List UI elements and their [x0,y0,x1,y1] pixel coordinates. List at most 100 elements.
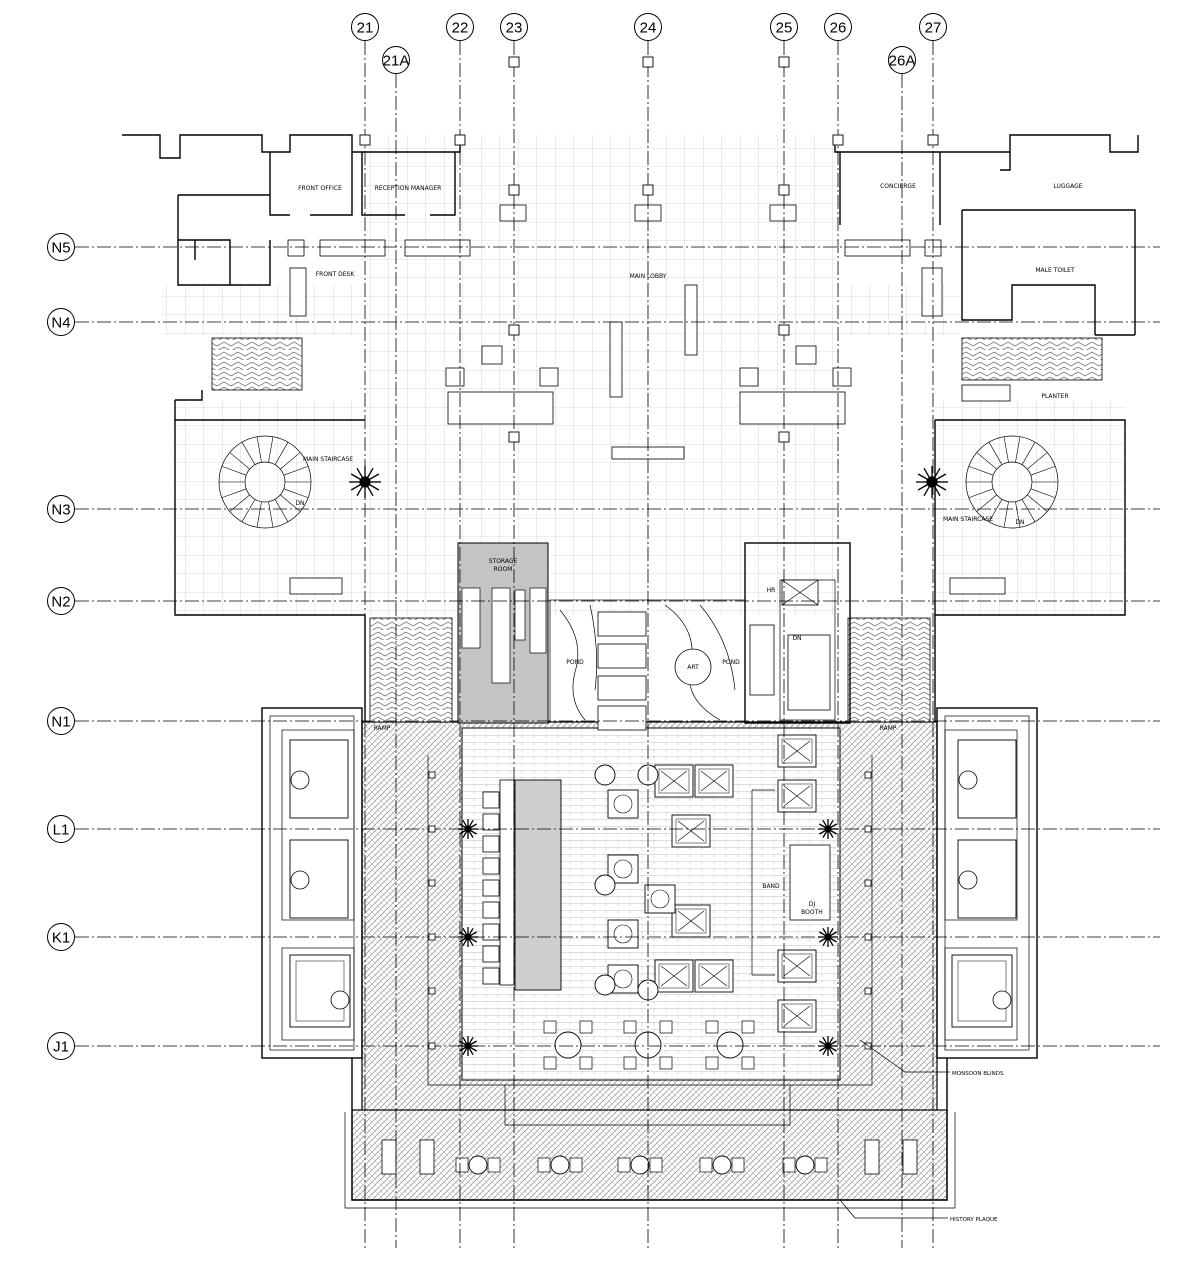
column-marker [927,134,939,146]
grid-bubble-22: 22 [446,13,474,41]
deck-post [864,825,872,833]
lounge-sofa [694,959,734,993]
plant-icon [349,466,381,498]
deck-post [428,825,436,833]
lounge-sofa [671,814,711,848]
concierge-walls [839,152,1011,225]
column-marker [508,184,520,196]
label-dn-right: DN [1015,519,1024,526]
front-desk-tile-floor [162,285,362,335]
bar-stool [482,945,500,963]
grid-bubble-label: 26 [830,20,847,37]
terrace-table-set [617,1155,663,1175]
column-marker [454,134,466,146]
round-tables [543,764,755,1070]
west-lounge-room-2 [281,947,355,1041]
band-partition [751,789,775,976]
round-table [594,974,616,996]
column-marker [359,134,371,146]
grid-bubble-21: 21 [351,13,379,41]
deck-post [428,987,436,995]
plant-icon [916,466,948,498]
sun-lounger [864,1139,880,1175]
bar-stool [482,879,500,897]
grid-bubble-23: 23 [500,13,528,41]
bar-stool [482,857,500,875]
terrace-seating [381,1139,918,1175]
grid-bubble-label: 26A [889,53,916,70]
label-male-toilet: MALE TOILET [1035,267,1075,274]
column-marker [778,324,790,336]
bar-stool [482,967,500,985]
column-marker [508,56,520,68]
east-wing-walls [934,419,1126,616]
column-marker [508,431,520,443]
label-concierge: CONCIERGE [880,183,916,190]
lounge-chair-set [951,954,1013,1028]
left-service-walls [177,194,271,286]
grid-bubble-n5: N5 [47,233,75,261]
left-stair-chevrons [211,337,303,391]
lounge-pod [607,789,639,819]
bar-stool [482,813,500,831]
lobby-bench-1 [684,284,698,356]
lobby-display-3 [769,204,797,222]
right-service-walls [961,209,1136,336]
bar-stool [482,835,500,853]
pond-area [549,599,746,723]
grid-bubble-26a: 26A [888,46,916,74]
art-sculpture [674,648,712,686]
lobby-column-left-desk [287,239,305,257]
label-pond-right: POND [722,659,740,666]
front-desk-counter-3 [289,267,307,317]
column-marker [832,134,844,146]
deck-post [864,771,872,779]
west-wing-walls [174,390,365,616]
plant-symbols [349,466,948,1056]
lounge-pod [644,884,676,914]
daybed [289,739,349,819]
label-band: BAND [762,883,780,890]
east-wing-bench [949,577,1006,595]
column-marker [508,324,520,336]
label-storage-room-2: ROOM [494,566,513,573]
grid-bubble-label: 21 [357,20,374,37]
grid-bubble-n1: N1 [47,707,75,735]
grid-bubble-label: 25 [776,20,793,37]
terrace-outer-frame [351,1058,948,1201]
round-table [705,1020,755,1070]
label-dj-2: BOOTH [801,909,823,916]
terrace-inner-frame [344,1112,956,1209]
column-marker [778,431,790,443]
storage-shelf-4 [514,589,526,641]
bar-stools [482,779,515,986]
grid-bubble-label: N5 [51,240,70,257]
daybed [957,839,1017,919]
label-ramp-left: RAMP [374,725,391,732]
grid-bubble-label: J1 [53,1039,69,1056]
sun-lounger [381,1139,397,1175]
terrace-table-set [455,1155,501,1175]
deck-inner-frame [427,755,873,1126]
grid-bubble-26: 26 [824,13,852,41]
grid-bubble-j1: J1 [47,1032,75,1060]
history-plaque-leader [839,1199,948,1219]
lobby-sofa-right [739,391,846,425]
spiral-stair-right-treads [966,436,1058,528]
round-table [543,1020,593,1070]
west-wing-bench [289,577,343,595]
grid-bubble-n4: N4 [47,308,75,336]
lounge-chair-set [289,954,351,1028]
west-lounge-room-1 [281,729,355,921]
grid-axes [75,41,1160,1248]
label-art: ART [687,664,699,671]
grid-bubble-label: 24 [640,20,657,37]
grid-bubble-l1: L1 [47,815,75,843]
label-main-staircase-right: MAIN STAIRCASE [943,516,993,523]
right-stair-chevrons [961,337,1103,381]
grid-bubble-24: 24 [634,13,662,41]
lobby-chair-right-b [832,367,852,387]
label-planter: PLANTER [1041,393,1068,400]
